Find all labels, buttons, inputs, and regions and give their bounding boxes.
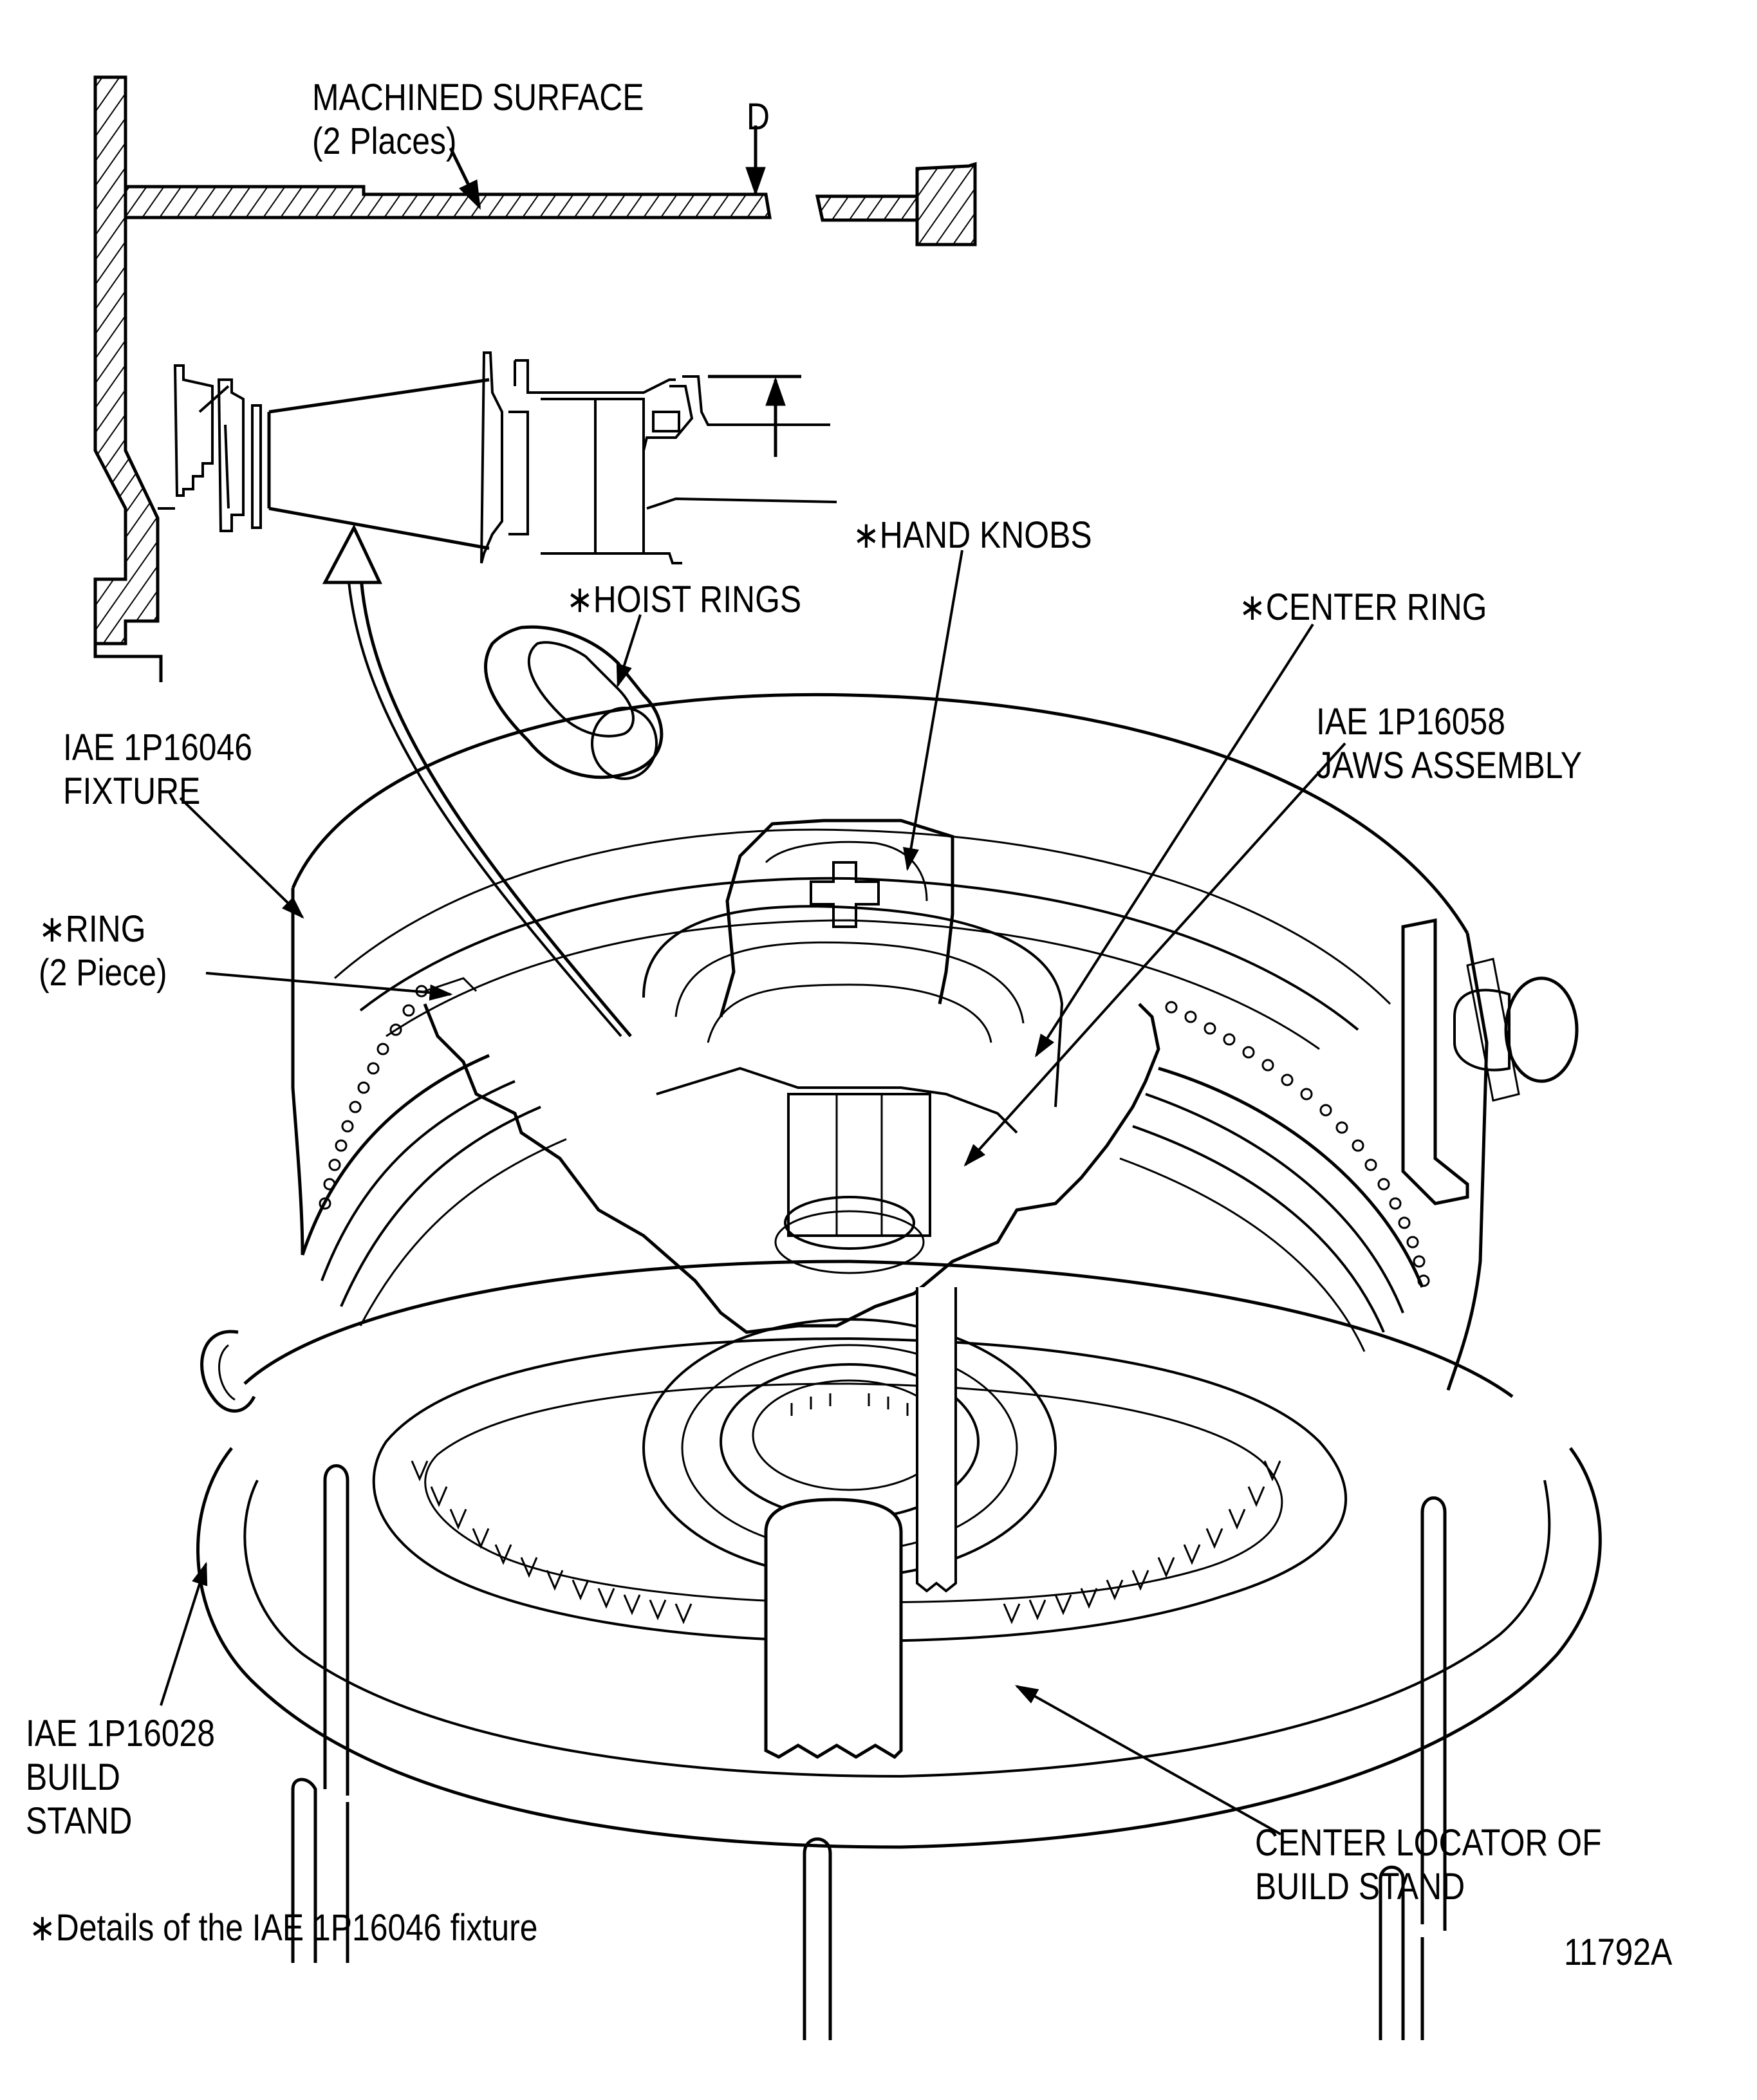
- jaws-assembly-part-number: IAE 1P16058: [1316, 701, 1505, 743]
- fixture-top-rim: [291, 692, 1469, 934]
- machined-surface-label: MACHINED SURFACE (2 Places): [312, 76, 644, 163]
- build-stand-part-number: IAE 1P16028: [26, 1713, 215, 1754]
- machined-surface-title: MACHINED SURFACE: [312, 77, 644, 118]
- hoist-rings-leader: [616, 614, 642, 688]
- center-locator-leader: [1014, 1685, 1281, 1835]
- bolt-holes-right: [1165, 1001, 1430, 1287]
- fixture-name: FIXTURE: [63, 770, 201, 812]
- hand-knob-housing: [719, 819, 954, 1017]
- cutaway-torn-edge: [423, 1003, 1160, 1334]
- dimension-d-label: D: [747, 96, 770, 138]
- left-knob: [200, 1330, 256, 1413]
- side-clamp-block: [1401, 918, 1469, 1205]
- leg-front-left: [291, 1778, 317, 1963]
- jaws-center-shaft: [787, 1093, 931, 1237]
- leg-center-front: [803, 1837, 832, 2040]
- footnote: ∗Details of the IAE 1P16046 fixture: [29, 1907, 538, 1949]
- jaws-assembly-leader: [963, 742, 1346, 1167]
- build-stand-base-ring: [196, 1447, 1602, 1849]
- build-stand-label: IAE 1P16028 BUILD STAND: [26, 1712, 215, 1843]
- ring-name: ∗RING: [39, 908, 146, 950]
- leg-front-left-upper: [323, 1464, 349, 1796]
- machined-surface-note: (2 Places): [312, 120, 457, 162]
- base-flange: [93, 621, 163, 682]
- hand-knobs-leader: [903, 550, 963, 871]
- hand-knob-cross: [810, 861, 880, 928]
- curved-arrow-head: [322, 524, 382, 584]
- section-detail-view: [93, 75, 977, 682]
- jaws-assembly-label: IAE 1P16058 JAWS ASSEMBLY: [1316, 700, 1582, 788]
- build-stand-leader: [160, 1561, 208, 1706]
- ring-2piece-leader: [205, 972, 453, 1001]
- fixture-right-wall: [1446, 933, 1489, 1391]
- fixture-leader: [179, 797, 304, 919]
- build-stand-legs: [291, 1464, 1447, 2040]
- jaws-hub-bowl: [642, 905, 1064, 1108]
- right-end-block: [915, 162, 977, 246]
- fixture-body: [200, 625, 1579, 1413]
- jaws-assembly-name: JAWS ASSEMBLY: [1316, 745, 1583, 786]
- fixture-part-number: IAE 1P16046: [63, 727, 252, 768]
- machined-surface-plate: [124, 185, 772, 219]
- hatched-vertical-wall: [93, 75, 160, 646]
- center-locator-post: [764, 1498, 903, 1760]
- build-stand-name-1: BUILD: [26, 1756, 120, 1798]
- build-stand-name-2: STAND: [26, 1800, 133, 1842]
- center-ring-label: ∗CENTER RING: [1239, 586, 1487, 628]
- center-locator-line-2: BUILD STAND: [1255, 1866, 1465, 1908]
- right-stub-plate: [815, 194, 919, 222]
- bolt-holes-left: [319, 985, 428, 1210]
- machined-surface-leader: [449, 147, 481, 210]
- detail-reference-arrow: [358, 566, 632, 1037]
- side-knob: [1504, 976, 1579, 1083]
- figure-id-number: 11792A: [1564, 1931, 1673, 1973]
- hand-knobs-label: ∗HAND KNOBS: [853, 514, 1092, 556]
- center-locator-line-1: CENTER LOCATOR OF: [1255, 1822, 1602, 1864]
- jaws-body: [656, 1066, 1018, 1134]
- ring-label: ∗RING (2 Piece): [39, 907, 167, 995]
- serration-teeth: [411, 1460, 1281, 1624]
- leg-right-lower: [1379, 1865, 1405, 2040]
- lower-ring-outer: [372, 1337, 1348, 1643]
- callout-leaders: [160, 550, 1346, 1835]
- ring-note: (2 Piece): [39, 952, 167, 994]
- center-locator-label: CENTER LOCATOR OF BUILD STAND: [1255, 1821, 1602, 1909]
- build-stand: [196, 1259, 1602, 2040]
- hoist-rings-label: ∗HOIST RINGS: [566, 579, 802, 620]
- leg-right-upper: [1420, 1496, 1447, 1931]
- seal-assembly: [158, 364, 262, 532]
- bearing-housing: [480, 351, 837, 564]
- shaft-cone: [268, 378, 490, 550]
- fixture-label: IAE 1P16046 FIXTURE: [63, 726, 252, 813]
- fixture-left-wall: [291, 888, 304, 1256]
- jaws-rod: [916, 1287, 957, 1593]
- center-ring-leader: [1035, 623, 1314, 1058]
